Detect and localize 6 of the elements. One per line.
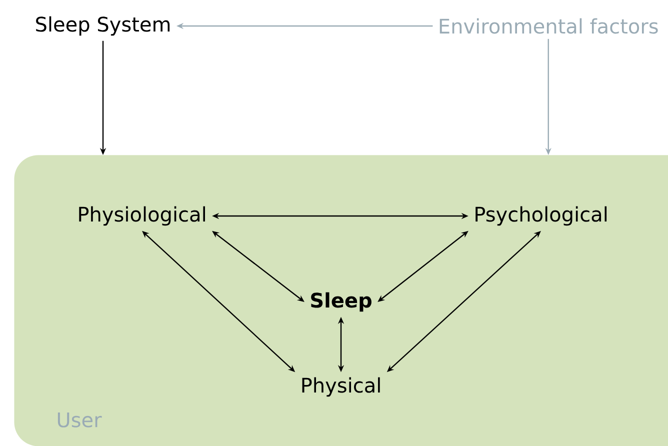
factor-label: Physiological bbox=[79, 206, 205, 226]
text-label: Sleep System bbox=[36, 16, 170, 36]
factor-label: Psychological bbox=[476, 206, 607, 226]
text-label: Environmental factors bbox=[440, 18, 658, 34]
factor-label: Sleep bbox=[311, 292, 372, 312]
factor-label: Physical bbox=[302, 377, 380, 397]
